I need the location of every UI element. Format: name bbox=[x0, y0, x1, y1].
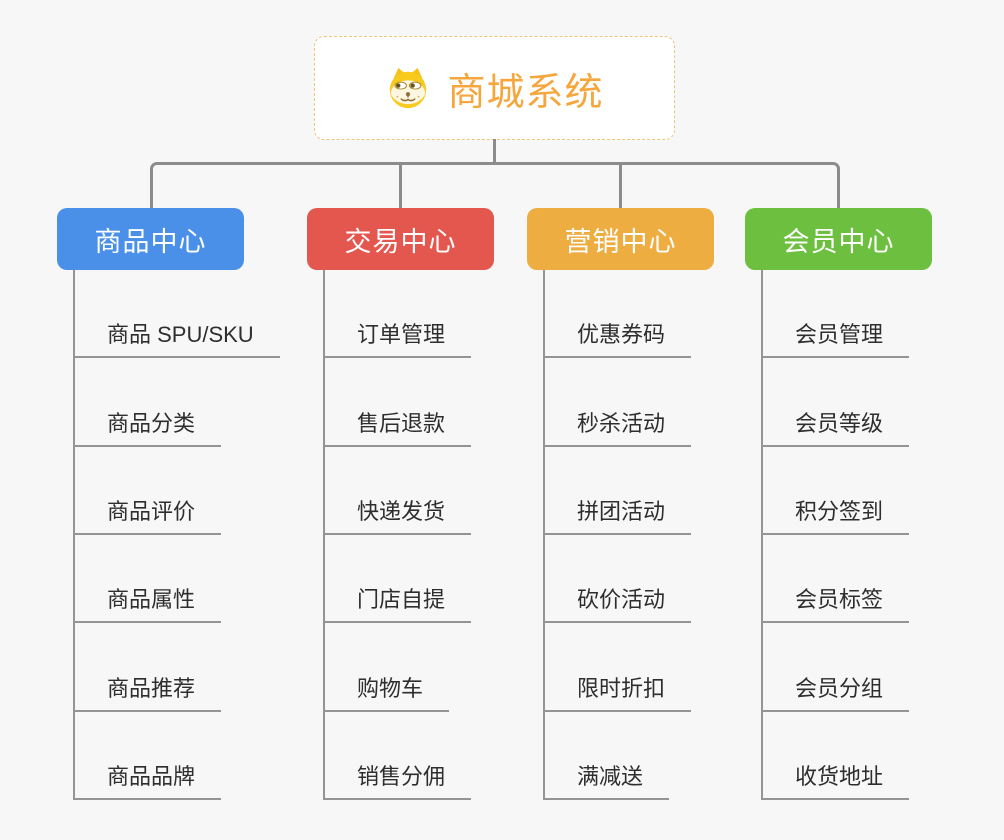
connector-root-drop bbox=[493, 139, 496, 165]
dog-face-icon bbox=[385, 65, 431, 111]
leaf-node[interactable]: 满减送 bbox=[545, 759, 670, 800]
leaf-node[interactable]: 售后退款 bbox=[325, 406, 472, 447]
leaf-node[interactable]: 商品品牌 bbox=[75, 759, 222, 800]
leaf-row: 收货地址 bbox=[763, 712, 985, 800]
leaf-node[interactable]: 商品评价 bbox=[75, 494, 222, 535]
connector-bus-left bbox=[150, 162, 402, 210]
connector-bus-right bbox=[620, 162, 840, 210]
branch-3: 营销中心 优惠券码 秒杀活动 拼团活动 砍价活动 限时折扣 满减送 bbox=[527, 208, 767, 800]
leaf-row: 销售分佣 bbox=[325, 712, 547, 800]
leaf-row: 商品属性 bbox=[75, 535, 297, 624]
leaf-node[interactable]: 拼团活动 bbox=[545, 494, 692, 535]
branch-leaf-column: 优惠券码 秒杀活动 拼团活动 砍价活动 限时折扣 满减送 bbox=[543, 270, 767, 800]
leaf-node[interactable]: 会员分组 bbox=[763, 671, 910, 712]
leaf-node[interactable]: 销售分佣 bbox=[325, 759, 472, 800]
branch-2: 交易中心 订单管理 售后退款 快递发货 门店自提 购物车 销售分佣 bbox=[307, 208, 547, 800]
leaf-row: 秒杀活动 bbox=[545, 358, 767, 447]
connector-drop-branch-3 bbox=[619, 164, 622, 210]
branch-box-3[interactable]: 营销中心 bbox=[527, 208, 714, 270]
root-title: 商城系统 bbox=[447, 71, 604, 114]
leaf-row: 商品分类 bbox=[75, 358, 297, 447]
branch-box-2[interactable]: 交易中心 bbox=[307, 208, 494, 270]
leaf-node[interactable]: 会员等级 bbox=[763, 406, 910, 447]
connector-bus-middle bbox=[400, 162, 622, 165]
branch-box-4[interactable]: 会员中心 bbox=[745, 208, 932, 270]
leaf-node[interactable]: 快递发货 bbox=[325, 494, 472, 535]
leaf-row: 积分签到 bbox=[763, 447, 985, 535]
leaf-row: 商品品牌 bbox=[75, 712, 297, 800]
leaf-row: 会员等级 bbox=[763, 358, 985, 447]
leaf-row: 订单管理 bbox=[325, 270, 547, 359]
leaf-node[interactable]: 限时折扣 bbox=[545, 671, 692, 712]
leaf-row: 商品推荐 bbox=[75, 623, 297, 712]
leaf-node[interactable]: 商品属性 bbox=[75, 582, 222, 624]
leaf-node[interactable]: 订单管理 bbox=[325, 317, 472, 359]
branch-leaf-column: 订单管理 售后退款 快递发货 门店自提 购物车 销售分佣 bbox=[323, 270, 547, 800]
leaf-row: 商品 SPU/SKU bbox=[75, 270, 297, 359]
connector-drop-branch-2 bbox=[399, 164, 402, 210]
leaf-node[interactable]: 积分签到 bbox=[763, 494, 910, 535]
leaf-node[interactable]: 商品推荐 bbox=[75, 671, 222, 712]
leaf-row: 满减送 bbox=[545, 712, 767, 800]
leaf-node[interactable]: 优惠券码 bbox=[545, 317, 692, 359]
leaf-row: 优惠券码 bbox=[545, 270, 767, 359]
leaf-node[interactable]: 商品 SPU/SKU bbox=[75, 317, 280, 359]
leaf-node[interactable]: 秒杀活动 bbox=[545, 406, 692, 447]
branch-1: 商品中心 商品 SPU/SKU 商品分类 商品评价 商品属性 商品推荐 商品品牌 bbox=[57, 208, 297, 800]
branch-leaf-column: 商品 SPU/SKU 商品分类 商品评价 商品属性 商品推荐 商品品牌 bbox=[73, 270, 297, 800]
leaf-row: 限时折扣 bbox=[545, 623, 767, 712]
leaf-row: 会员分组 bbox=[763, 623, 985, 712]
leaf-node[interactable]: 门店自提 bbox=[325, 582, 472, 624]
leaf-row: 购物车 bbox=[325, 623, 547, 712]
leaf-row: 门店自提 bbox=[325, 535, 547, 624]
leaf-row: 商品评价 bbox=[75, 447, 297, 535]
branch-box-1[interactable]: 商品中心 bbox=[57, 208, 244, 270]
leaf-node[interactable]: 砍价活动 bbox=[545, 582, 692, 624]
leaf-node[interactable]: 收货地址 bbox=[763, 759, 910, 800]
leaf-node[interactable]: 商品分类 bbox=[75, 406, 222, 447]
leaf-row: 会员标签 bbox=[763, 535, 985, 624]
branch-leaf-column: 会员管理 会员等级 积分签到 会员标签 会员分组 收货地址 bbox=[761, 270, 985, 800]
leaf-row: 拼团活动 bbox=[545, 447, 767, 535]
leaf-row: 售后退款 bbox=[325, 358, 547, 447]
leaf-node[interactable]: 会员管理 bbox=[763, 317, 910, 359]
leaf-row: 快递发货 bbox=[325, 447, 547, 535]
root-node[interactable]: 商城系统 bbox=[314, 36, 675, 140]
branch-4: 会员中心 会员管理 会员等级 积分签到 会员标签 会员分组 收货地址 bbox=[745, 208, 985, 800]
leaf-row: 砍价活动 bbox=[545, 535, 767, 624]
leaf-node[interactable]: 会员标签 bbox=[763, 582, 910, 624]
leaf-node[interactable]: 购物车 bbox=[325, 671, 450, 712]
leaf-row: 会员管理 bbox=[763, 270, 985, 359]
